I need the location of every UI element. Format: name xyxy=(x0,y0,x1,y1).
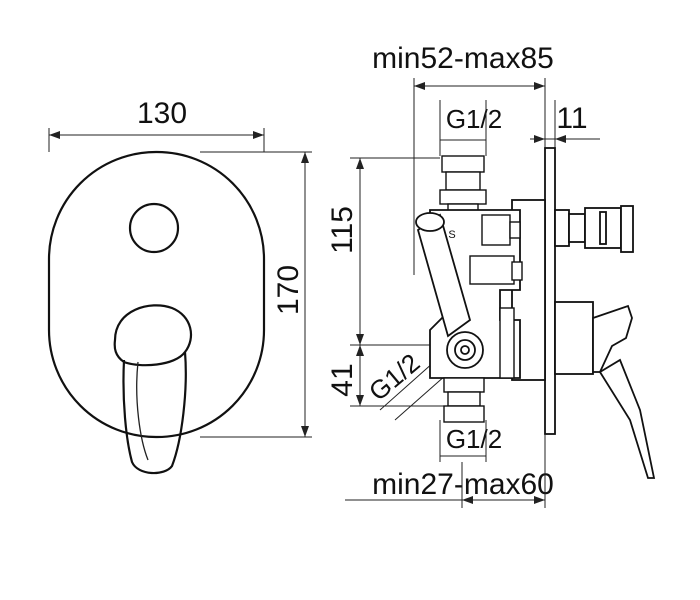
height-upper-label: 115 xyxy=(326,206,359,254)
diverter-knob xyxy=(128,202,180,254)
outlet-label: min27-max60 xyxy=(372,468,554,501)
dimension-41: 41 xyxy=(326,345,450,407)
lever-handle-body xyxy=(122,351,187,475)
diverter-side xyxy=(554,205,634,253)
thickness-label: 11 xyxy=(556,102,587,135)
wall-plate xyxy=(544,147,556,435)
dimension-11: 11 xyxy=(530,100,600,148)
dimension-115: 115 xyxy=(326,157,470,346)
dimension-130: 130 xyxy=(48,97,265,152)
thread-top-label: G1/2 xyxy=(446,104,502,134)
dimension-depth: min52-max85 xyxy=(372,42,554,275)
dimension-170: 170 xyxy=(200,151,312,438)
svg-text:S: S xyxy=(448,229,455,241)
thread-top: G1/2 xyxy=(439,100,502,156)
depth-label: min52-max85 xyxy=(372,42,554,75)
side-view: min52-max85 11 G1/2 xyxy=(326,42,656,508)
front-view: 130 170 xyxy=(47,97,312,475)
height-lower-label: 41 xyxy=(326,363,359,396)
valve-body: S xyxy=(415,155,523,423)
thread-bottom: G1/2 xyxy=(439,420,502,462)
lever-handle-cap xyxy=(113,304,193,367)
width-label: 130 xyxy=(137,97,187,130)
dimension-outlet: min27-max60 xyxy=(345,434,554,508)
cover-plate xyxy=(47,150,266,439)
lever-side xyxy=(554,301,656,479)
thread-bottom-label: G1/2 xyxy=(446,424,502,454)
height-label: 170 xyxy=(272,265,305,315)
